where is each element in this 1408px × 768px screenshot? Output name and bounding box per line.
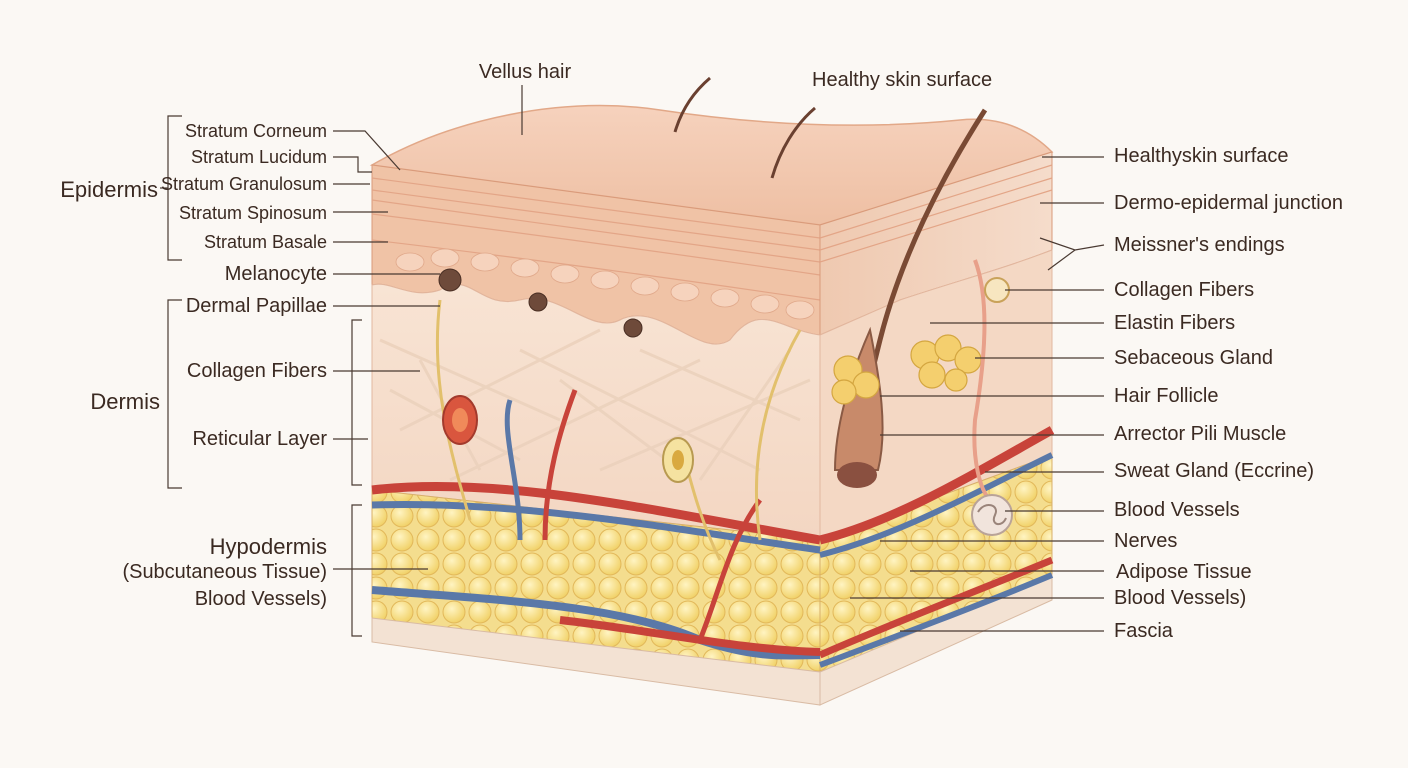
label-nerves: Nerves bbox=[1114, 530, 1178, 552]
label-arrector-pili-muscle: Arrector Pili Muscle bbox=[1114, 423, 1287, 445]
label-stratum-spinosum: Stratum Spinosum bbox=[178, 203, 327, 223]
label-meissners-endings: Meissner's endings bbox=[1114, 234, 1285, 256]
label-sebaceous-gland: Sebaceous Gland bbox=[1114, 347, 1274, 369]
label-vellus-hair: Vellus hair bbox=[478, 61, 572, 83]
label-reticular-layer: Reticular Layer bbox=[192, 428, 327, 450]
label-collagen-fibers-right: Collagen Fibers bbox=[1114, 279, 1255, 301]
label-collagen-fibers-left: Collagen Fibers bbox=[186, 360, 327, 382]
label-adipose-tissue: Adipose Tissue bbox=[1116, 561, 1252, 583]
label-melanocyte: Melanocyte bbox=[224, 263, 327, 285]
label-subcutaneous-tissue: (Subcutaneous Tissue) bbox=[122, 561, 327, 583]
label-healthyskin-surface: Healthyskin surface bbox=[1114, 145, 1289, 167]
label-dermal-papillae: Dermal Papillae bbox=[185, 295, 327, 317]
label-hair-follicle: Hair Follicle bbox=[1114, 385, 1219, 407]
label-blood-vessels-right-2: Blood Vessels) bbox=[1114, 587, 1247, 609]
label-dermo-epidermal-junction: Dermo-epidermal junction bbox=[1114, 192, 1343, 214]
label-stratum-lucidum: Stratum Lucidum bbox=[190, 147, 327, 167]
label-fascia: Fascia bbox=[1114, 620, 1173, 642]
label-stratum-corneum: Stratum Corneum bbox=[184, 121, 327, 141]
label-elastin-fibers: Elastin Fibers bbox=[1114, 312, 1236, 334]
label-dermis: Dermis bbox=[90, 389, 160, 414]
label-blood-vessels-right: Blood Vessels bbox=[1114, 499, 1240, 521]
label-sweat-gland: Sweat Gland (Eccrine) bbox=[1114, 460, 1315, 482]
label-epidermis: Epidermis bbox=[60, 177, 158, 202]
label-healthy-skin-surface-top: Healthy skin surface bbox=[812, 69, 993, 91]
label-stratum-granulosum: Stratum Granulosum bbox=[160, 174, 327, 194]
label-hypodermis-blood-vessels: Blood Vessels) bbox=[194, 588, 327, 610]
label-stratum-basale: Stratum Basale bbox=[203, 232, 327, 252]
label-hypodermis: Hypodermis bbox=[209, 534, 327, 559]
